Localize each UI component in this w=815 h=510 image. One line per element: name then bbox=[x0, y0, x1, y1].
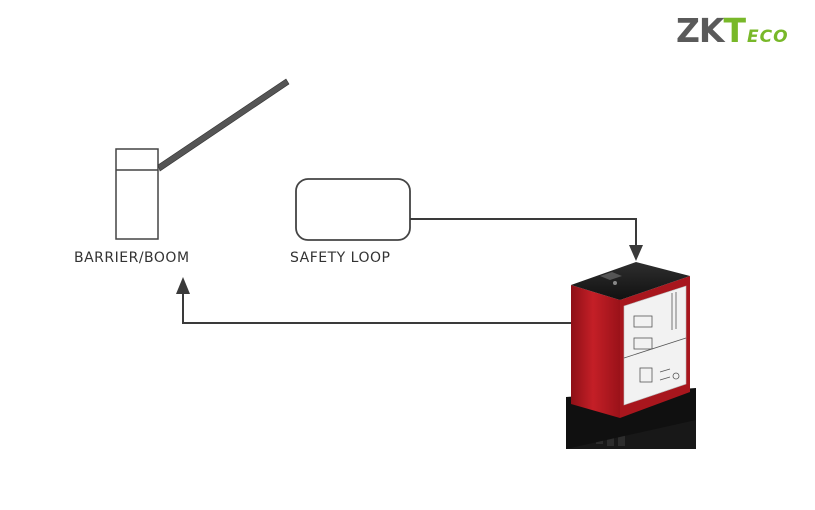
barrier-boom-icon bbox=[115, 78, 290, 240]
arrow-up-icon bbox=[176, 277, 190, 294]
barrier-arm bbox=[157, 78, 290, 172]
detector-to-barrier-connector bbox=[176, 277, 572, 324]
device-jack bbox=[600, 272, 622, 280]
logo-t: T bbox=[723, 11, 747, 50]
logo-zk: ZK bbox=[676, 11, 724, 50]
zkteco-logo: ZKTECO bbox=[676, 14, 789, 47]
loop-detector-device bbox=[566, 262, 696, 449]
logo-eco: ECO bbox=[747, 27, 789, 47]
arrow-down-icon bbox=[629, 245, 643, 261]
device-front-face bbox=[571, 285, 620, 418]
barrier-housing bbox=[115, 148, 159, 240]
barrier-boom-label: BARRIER/BOOM bbox=[74, 250, 190, 266]
device-top bbox=[571, 262, 690, 300]
loop-to-detector-connector bbox=[410, 218, 643, 261]
safety-loop-label: SAFETY LOOP bbox=[290, 250, 391, 266]
device-label-panel bbox=[623, 285, 687, 406]
device-label-markings bbox=[623, 292, 687, 383]
safety-loop-shape bbox=[295, 178, 411, 241]
